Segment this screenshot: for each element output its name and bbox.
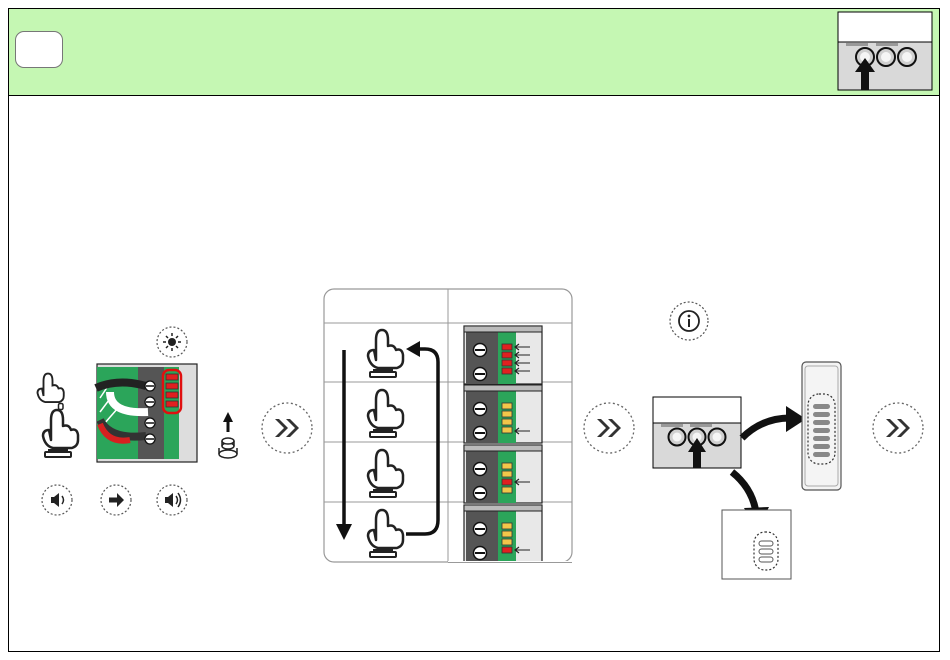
led-indicator <box>502 487 512 493</box>
next-step-chevron-3 <box>873 403 923 453</box>
receiver-thumbnail-icon <box>838 12 932 90</box>
led-indicator <box>502 403 512 409</box>
next-step-chevron-2 <box>584 403 634 453</box>
led-indicator <box>502 539 512 545</box>
next-step-chevron-1 <box>262 403 312 453</box>
led-indicator <box>502 352 512 358</box>
led-indicator <box>502 471 512 477</box>
wiring-terminal-icon <box>96 364 197 462</box>
button-release-icon <box>219 412 237 458</box>
led-indicator <box>502 427 512 433</box>
sound-icon <box>157 485 187 515</box>
curved-arrow-right <box>742 406 806 438</box>
keyfob-icon <box>722 510 791 579</box>
receiver-button-icon <box>653 397 741 468</box>
arrow-right-icon <box>101 485 131 515</box>
led-indicator <box>502 411 512 417</box>
led-blink-icon <box>157 327 187 357</box>
led-indicator <box>502 360 512 366</box>
led-indicator <box>502 463 512 469</box>
led-indicator <box>502 368 512 374</box>
tap-hand-icon <box>38 374 64 410</box>
led-indicator <box>502 419 512 425</box>
remote-control-icon <box>802 362 841 490</box>
led-indicator <box>166 392 178 398</box>
led-indicator <box>502 547 512 553</box>
info-icon <box>670 302 708 340</box>
press-hand-icon <box>43 410 78 457</box>
sound-icon <box>42 485 72 515</box>
led-indicator <box>502 531 512 537</box>
led-indicator <box>502 479 512 485</box>
led-indicator <box>502 523 512 529</box>
led-indicator <box>166 401 178 407</box>
led-indicator <box>502 344 512 350</box>
led-indicator <box>166 383 178 389</box>
led-indicator <box>166 374 178 380</box>
